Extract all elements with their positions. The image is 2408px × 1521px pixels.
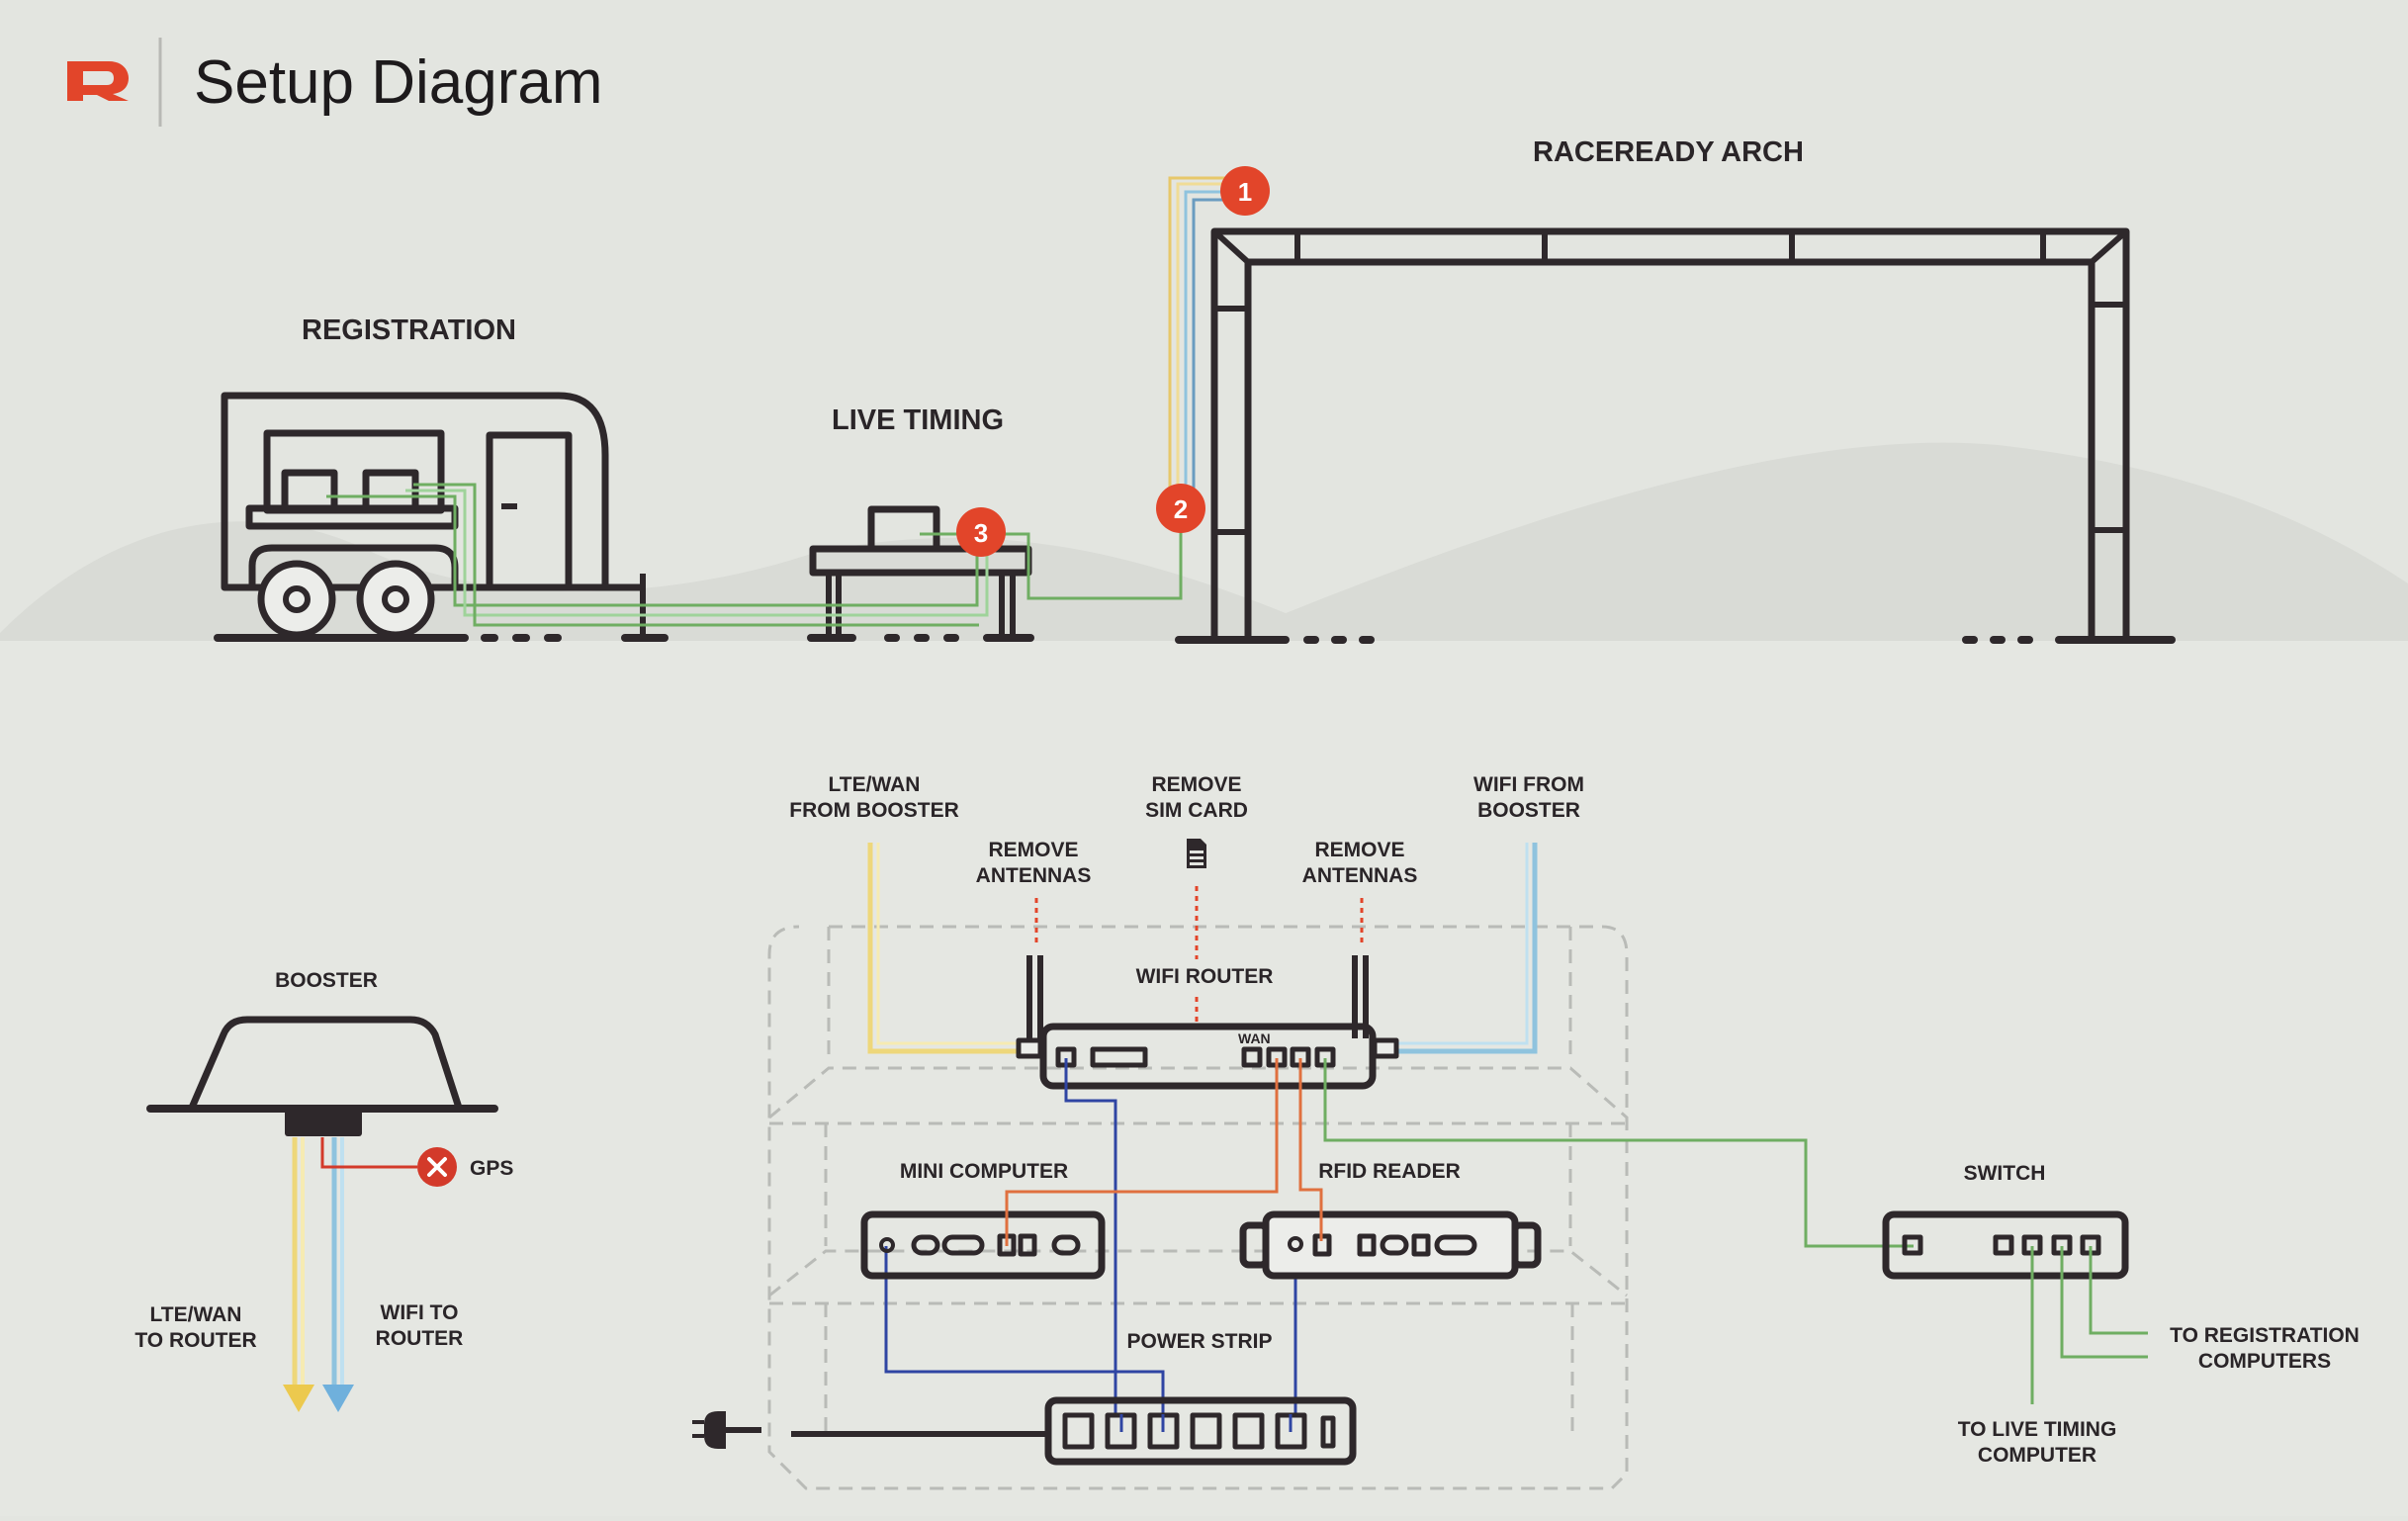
mini-computer-label: MINI COMPUTER [900, 1160, 1068, 1183]
remove-antennas-left-label-2: ANTENNAS [976, 864, 1092, 887]
remove-antennas-left-label: REMOVE [988, 839, 1078, 861]
registration-trailer: REGISTRATION [214, 314, 669, 642]
lte-wan-to-router-label: LTE/WAN [150, 1303, 242, 1326]
network-switch: SWITCH [1882, 1162, 2129, 1280]
to-registration-label-2: COMPUTERS [2198, 1350, 2331, 1373]
live-timing-label: LIVE TIMING [832, 404, 1004, 436]
to-registration-label: TO REGISTRATION [2170, 1324, 2360, 1347]
background-hills [0, 442, 2408, 1516]
rfid-reader: RFID READER [1239, 1160, 1542, 1280]
gps-disconnected-icon [417, 1147, 457, 1187]
registration-label: REGISTRATION [302, 314, 516, 346]
router-display [1090, 1046, 1148, 1068]
badge-3: 3 [956, 507, 1006, 557]
router-input-cables [867, 843, 1538, 1054]
remove-antennas-right-label: REMOVE [1314, 839, 1404, 861]
switch-label: SWITCH [1964, 1162, 2046, 1185]
router-wan-port [1241, 1046, 1263, 1068]
remove-sim-label-2: SIM CARD [1145, 799, 1248, 822]
booster-label: BOOSTER [275, 969, 378, 992]
booster: BOOSTER GPS LTE/WAN TO ROUTER WIFI TO RO… [134, 969, 513, 1412]
badge-1: 1 [1220, 166, 1270, 216]
wifi-from-booster-label: WIFI FROM [1473, 773, 1584, 796]
badge-2: 2 [1156, 484, 1205, 533]
raceready-arch: RACEREADY ARCH [1175, 136, 2176, 644]
wan-port-label: WAN [1238, 1030, 1271, 1046]
lte-wan-to-router-label-2: TO ROUTER [134, 1329, 256, 1352]
to-live-timing-label-2: COMPUTER [1978, 1444, 2096, 1467]
wifi-router: WIFI ROUTER WAN [1016, 955, 1399, 1090]
power-strip-label: POWER STRIP [1126, 1330, 1272, 1353]
to-live-timing-label: TO LIVE TIMING [1958, 1418, 2117, 1441]
wifi-from-booster-label-2: BOOSTER [1477, 799, 1580, 822]
svg-text:3: 3 [974, 518, 988, 548]
header: Setup Diagram [67, 38, 603, 127]
remove-sim-label: REMOVE [1151, 773, 1241, 796]
wifi-arrow-icon [322, 1385, 354, 1412]
rfid-reader-label: RFID READER [1318, 1160, 1461, 1183]
equipment-shelf-outline [767, 925, 1629, 1490]
svg-text:1: 1 [1238, 177, 1252, 207]
svg-text:2: 2 [1174, 494, 1188, 524]
remove-antennas-right-label-2: ANTENNAS [1302, 864, 1418, 887]
sim-card-icon [1187, 839, 1206, 868]
arch-label: RACEREADY ARCH [1533, 136, 1804, 168]
power-plug-icon [692, 1411, 726, 1449]
raceready-logo [67, 61, 129, 101]
wifi-to-router-label: WIFI TO [381, 1301, 459, 1324]
gps-label: GPS [470, 1157, 513, 1180]
page-title: Setup Diagram [194, 48, 603, 117]
lte-arrow-icon [283, 1385, 314, 1412]
wifi-to-router-label-2: ROUTER [376, 1327, 464, 1350]
lte-wan-from-booster-label: LTE/WAN [829, 773, 921, 796]
mini-computer: MINI COMPUTER [860, 1160, 1106, 1280]
router-annotations: LTE/WAN FROM BOOSTER REMOVE ANTENNAS REM… [789, 773, 1584, 1023]
scene-booster-cables [1168, 176, 1241, 502]
wifi-router-label: WIFI ROUTER [1136, 965, 1274, 988]
lte-wan-from-booster-label-2: FROM BOOSTER [789, 799, 959, 822]
switch-output-cables [2030, 1246, 2148, 1404]
